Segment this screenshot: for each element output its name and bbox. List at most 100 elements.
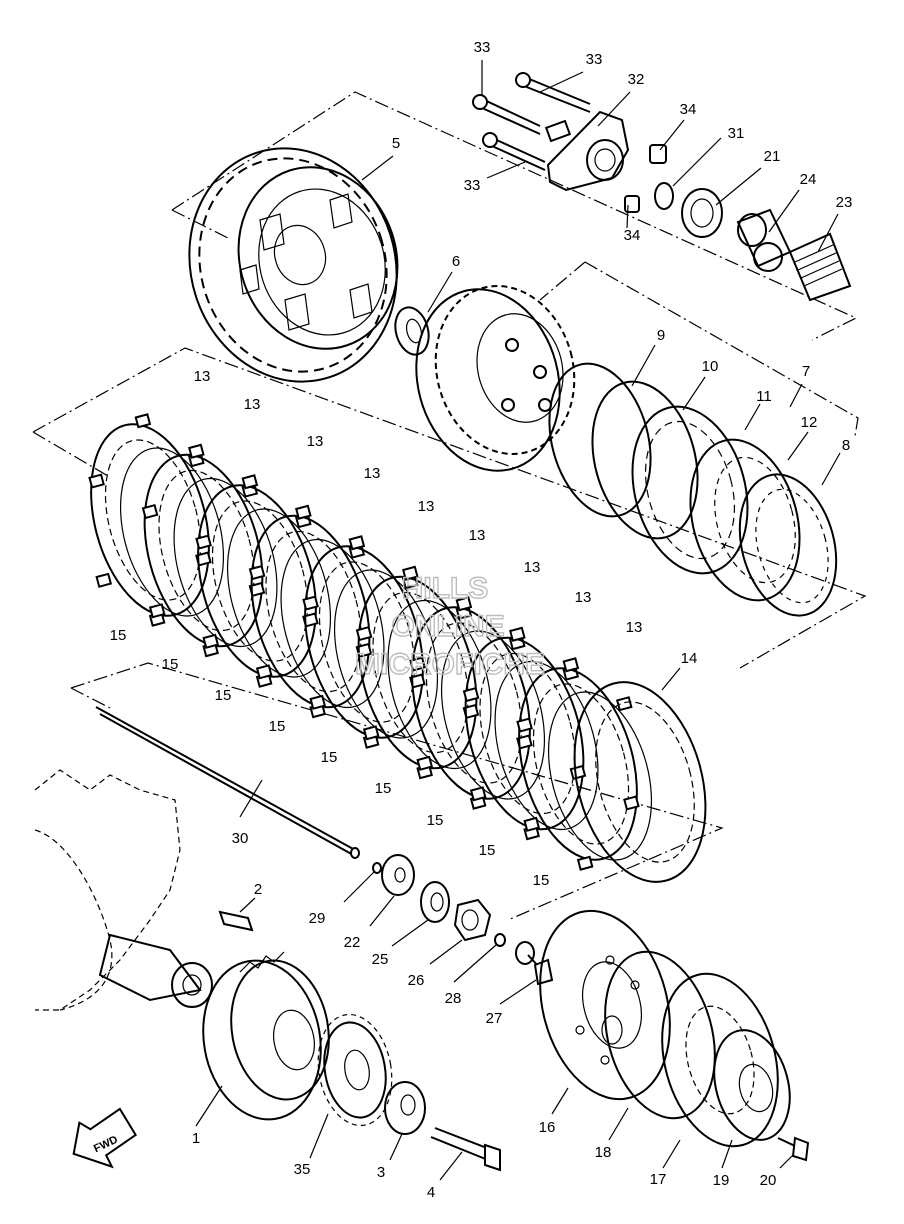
watermark: HILLS ONLINE MICROFICHE	[354, 571, 545, 681]
callout-15-6: 15	[375, 780, 392, 797]
callout-23: 23	[836, 194, 853, 211]
friction-plate	[90, 423, 210, 617]
callout-33b: 33	[586, 51, 603, 68]
steel-plate	[494, 660, 599, 831]
friction-plate-tab	[188, 443, 205, 459]
callout-26: 26	[408, 972, 425, 989]
callout-25: 25	[372, 951, 389, 968]
friction-plate-tab	[134, 413, 152, 429]
push-lever-assembly	[472, 72, 667, 213]
callout-13-9: 13	[626, 619, 643, 636]
callout-9: 9	[657, 327, 665, 344]
steel-plate	[280, 538, 385, 709]
washer-nut-set	[372, 854, 554, 986]
friction-plate-tab	[462, 686, 480, 703]
friction-plate-tab	[202, 633, 220, 649]
primary-drive-gear	[98, 933, 330, 1121]
callout-34b: 34	[624, 227, 641, 244]
callout-7: 7	[802, 363, 810, 380]
callout-13-4: 13	[364, 465, 381, 482]
callout-13-8: 13	[575, 589, 592, 606]
callout-15-3: 15	[215, 687, 232, 704]
pressure-plate-set	[539, 909, 810, 1162]
callout-33c: 33	[464, 177, 481, 194]
friction-plate-tab	[302, 595, 319, 611]
callout-22: 22	[344, 934, 361, 951]
callout-13-1: 13	[194, 368, 211, 385]
callout-24: 24	[800, 171, 817, 188]
friction-plate-tab	[355, 625, 373, 642]
judder-spring-set	[548, 362, 838, 617]
fwd-arrow-icon: FWD	[72, 1107, 137, 1169]
callout-31: 31	[728, 125, 745, 142]
friction-plate-tab	[309, 694, 327, 710]
callout-10: 10	[702, 358, 719, 375]
friction-plate-inner	[211, 500, 309, 662]
leader-lines	[195, 60, 841, 1181]
friction-plate-tab	[255, 664, 273, 680]
callout-33a: 33	[474, 39, 491, 56]
bolt-4	[430, 1127, 501, 1172]
callout-15-9: 15	[533, 872, 550, 889]
steel-plate	[547, 691, 653, 861]
friction-plate	[357, 575, 478, 770]
clutch-housing	[188, 147, 399, 383]
callout-1: 1	[192, 1130, 200, 1147]
callout-27: 27	[486, 1010, 503, 1027]
callout-35: 35	[294, 1161, 311, 1178]
callout-15-8: 15	[479, 842, 496, 859]
callout-13-3: 13	[307, 433, 324, 450]
friction-plate	[143, 453, 264, 648]
friction-plate-tab	[416, 755, 434, 771]
friction-plate-tab	[148, 603, 166, 619]
callout-12: 12	[801, 414, 818, 431]
callout-16: 16	[539, 1119, 556, 1136]
friction-plate-tab	[623, 795, 640, 811]
callout-15-4: 15	[269, 718, 286, 735]
friction-plate	[518, 667, 638, 861]
clutch-boss	[415, 285, 576, 472]
steel-plate	[119, 447, 225, 617]
callout-19: 19	[713, 1172, 730, 1189]
friction-plate-tab	[523, 816, 541, 832]
key	[218, 910, 254, 932]
friction-plate-tab	[509, 626, 526, 642]
friction-plate-tab	[241, 474, 259, 490]
assembly-frames	[32, 91, 867, 921]
steel-plate	[387, 599, 492, 770]
friction-plate-tab	[88, 473, 105, 489]
friction-plate-tab	[455, 596, 473, 612]
friction-plate-tab	[409, 656, 426, 672]
push-rod	[95, 706, 360, 859]
friction-plate-tab	[402, 565, 419, 581]
friction-plate-tab	[348, 535, 366, 551]
friction-plate-tab	[569, 764, 587, 781]
callout-14: 14	[681, 650, 698, 667]
friction-plate-tab	[516, 717, 533, 733]
callout-29: 29	[309, 910, 326, 927]
crankcase-outline	[34, 769, 181, 1011]
friction-plate-tab	[95, 572, 113, 588]
gear-35	[317, 1013, 393, 1127]
callout-2: 2	[254, 881, 262, 898]
friction-plate-tab	[248, 564, 266, 581]
callout-21: 21	[764, 148, 781, 165]
callout-3: 3	[377, 1164, 385, 1181]
friction-plate-inner	[479, 652, 576, 815]
callout-8: 8	[842, 437, 850, 454]
friction-plate-inner	[265, 530, 362, 693]
callout-13-5: 13	[418, 498, 435, 515]
friction-plate-tab	[295, 504, 312, 520]
clutch-plate-stack	[88, 413, 653, 871]
thrust-washer	[394, 306, 430, 356]
friction-plate-tab	[195, 534, 212, 550]
steel-plate	[333, 569, 439, 739]
callout-32: 32	[628, 71, 645, 88]
callout-11: 11	[756, 388, 772, 405]
friction-plate-inner	[372, 591, 469, 754]
friction-plate-inner	[104, 439, 202, 601]
callout-13-2: 13	[244, 396, 261, 413]
watermark-line2: ONLINE	[391, 610, 504, 643]
friction-plate-inner	[318, 561, 416, 723]
